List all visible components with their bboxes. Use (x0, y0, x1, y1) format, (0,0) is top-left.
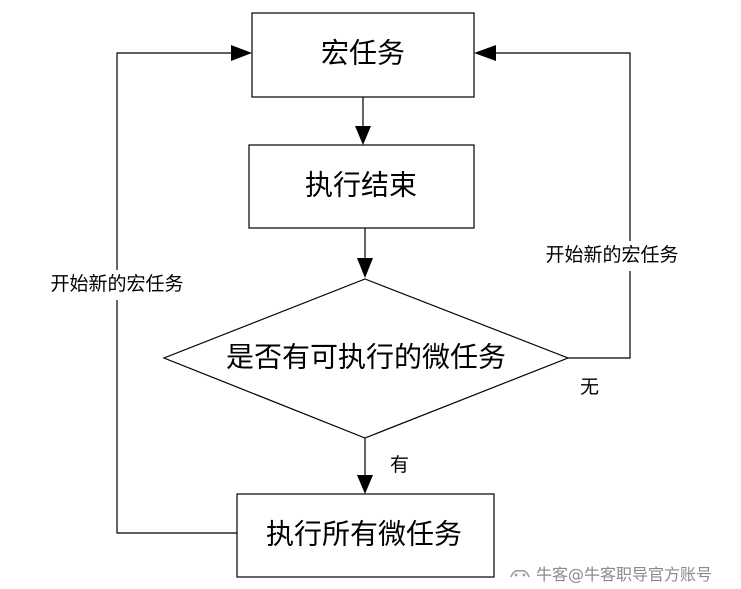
macro-task-node: 宏任务 (251, 12, 475, 98)
run-micro-tasks-label: 执行所有微任务 (266, 518, 462, 551)
right-loop-connector (474, 45, 631, 359)
left-loop-label-bg (30, 270, 202, 300)
no-edge-label: 无 (580, 376, 599, 398)
watermark-text: 牛客@牛客职导官方账号 (536, 565, 713, 584)
arrow-end-to-decision (357, 228, 373, 278)
right-loop-label-bg (528, 241, 698, 271)
execution-end-label: 执行结束 (305, 169, 417, 202)
decision-label: 是否有可执行的微任务 (226, 341, 506, 374)
macro-task-label: 宏任务 (321, 37, 405, 70)
right-loop-label: 开始新的宏任务 (545, 244, 678, 266)
arrow-decision-yes (357, 438, 373, 494)
execution-end-node: 执行结束 (248, 144, 475, 229)
macro-task-box (251, 12, 475, 98)
yes-edge-label: 有 (390, 454, 409, 476)
watermark: 牛客@牛客职导官方账号 (508, 561, 712, 585)
run-micro-tasks-node: 执行所有微任务 (236, 493, 495, 578)
decision-node: 是否有可执行的微任务 (162, 278, 570, 439)
arrow-macro-to-end (355, 97, 371, 145)
left-loop-label: 开始新的宏任务 (50, 273, 183, 295)
nowcoder-logo-icon (510, 569, 530, 578)
execution-end-box (248, 144, 475, 229)
run-micro-tasks-box (236, 493, 495, 578)
